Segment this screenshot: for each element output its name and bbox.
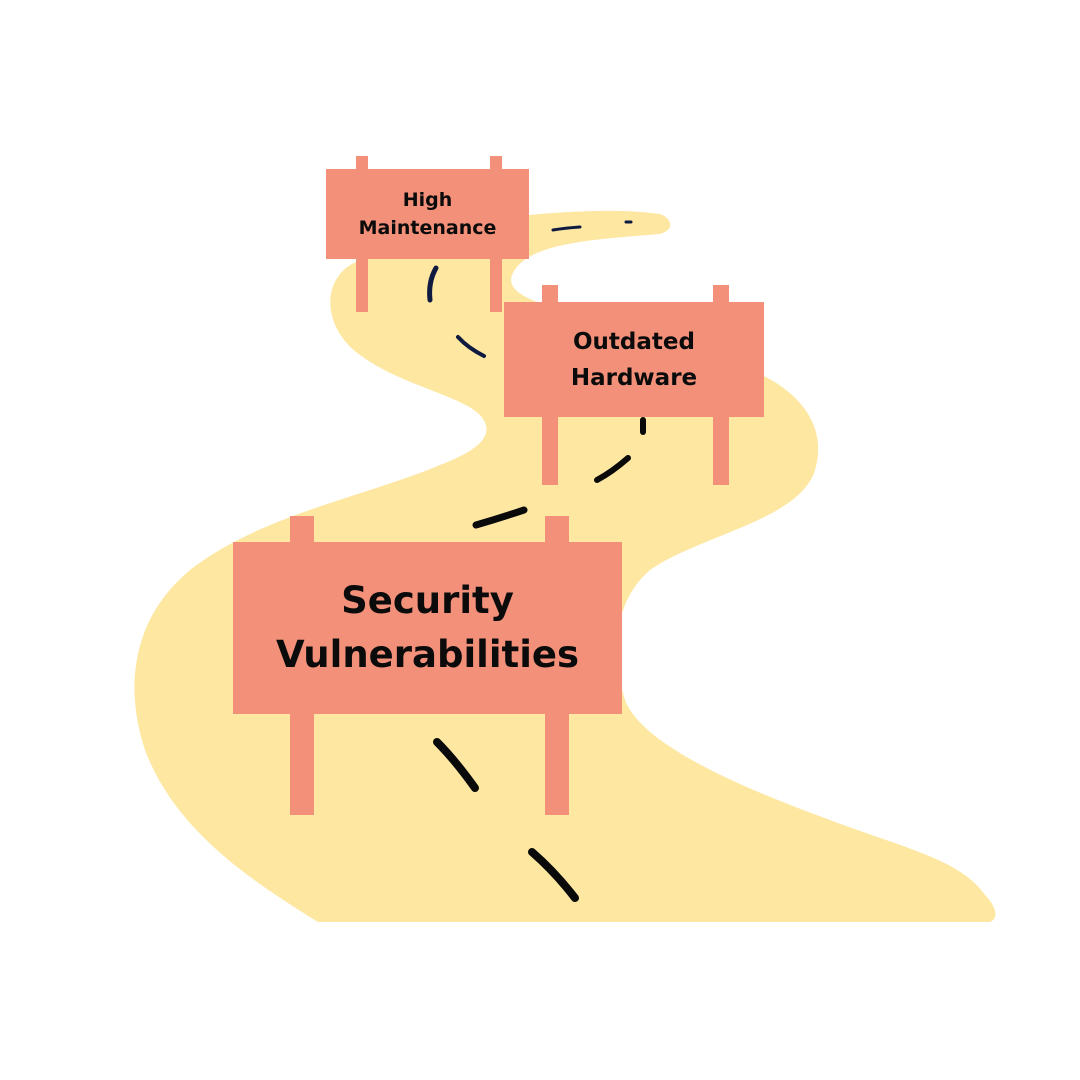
road-dash xyxy=(472,506,528,529)
sign-text-line: Outdated xyxy=(573,328,695,355)
sign-text-line: High xyxy=(402,189,453,211)
sign-text-line: Vulnerabilities xyxy=(275,633,579,676)
sign-text-line: Security xyxy=(341,579,514,622)
road-dashes xyxy=(427,220,646,902)
sign-text-line: Hardware xyxy=(570,364,698,391)
road-dash xyxy=(528,848,579,902)
road-dash xyxy=(594,455,631,483)
road-dash xyxy=(427,265,439,303)
road-dash xyxy=(433,738,479,792)
sign-text-line: Maintenance xyxy=(358,217,497,239)
road-dash xyxy=(551,225,582,232)
road-dash xyxy=(456,335,486,358)
